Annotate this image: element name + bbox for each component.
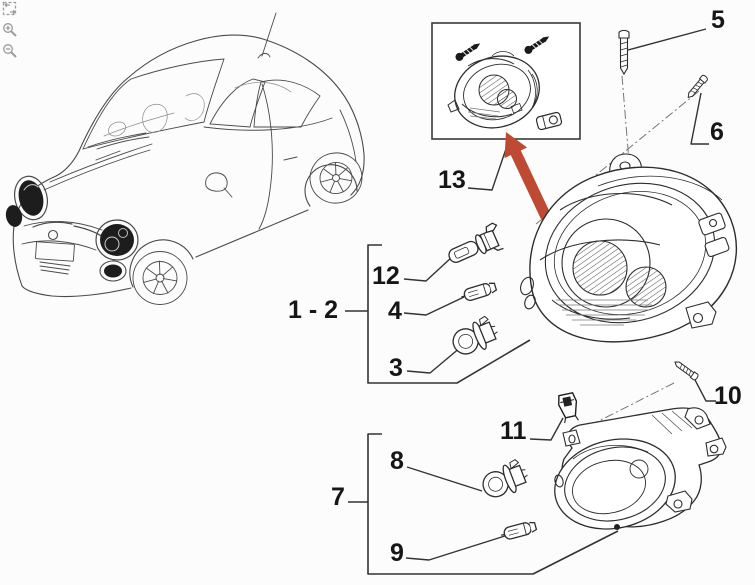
rear-wheel (309, 152, 363, 204)
inset-detail-box[interactable] (431, 22, 581, 140)
highlighted-headlamp-left[interactable] (10, 173, 52, 223)
zoom-in-icon (3, 23, 17, 37)
callout-13[interactable]: 13 (438, 166, 466, 194)
callout-leader-lines (345, 28, 716, 575)
front-wheel (132, 251, 188, 305)
bulb-9[interactable] (500, 520, 538, 541)
clip-11[interactable] (557, 391, 580, 424)
callout-9[interactable]: 9 (390, 539, 404, 567)
screw-10[interactable] (673, 359, 699, 381)
callout-12[interactable]: 12 (372, 262, 400, 290)
screw-6[interactable] (686, 74, 709, 99)
bulb-8[interactable] (478, 457, 531, 502)
zoom-in-button[interactable] (2, 22, 18, 38)
foglamp-assembly-drawing[interactable] (546, 407, 727, 541)
callout-1-2[interactable]: 1 - 2 (288, 296, 339, 324)
fit-view-icon (2, 1, 17, 16)
screw-5[interactable] (618, 29, 630, 76)
vehicle-locator-drawing (4, 12, 365, 305)
zoom-out-button[interactable] (2, 43, 18, 59)
headlamp-assembly-drawing[interactable] (518, 153, 738, 343)
fit-view-button[interactable] (2, 1, 18, 17)
inset-screw-right (524, 36, 550, 54)
zoom-out-icon (3, 44, 17, 58)
callout-3[interactable]: 3 (389, 354, 403, 382)
red-pointer-arrow (504, 132, 552, 222)
bulb-4[interactable] (460, 281, 498, 303)
callout-7[interactable]: 7 (331, 483, 345, 511)
callout-10[interactable]: 10 (714, 382, 742, 410)
highlighted-foglamp-left[interactable] (4, 204, 24, 229)
callout-5[interactable]: 5 (711, 6, 725, 34)
callout-11[interactable]: 11 (500, 417, 527, 445)
viewer-toolbar (2, 1, 18, 59)
bulb-3[interactable] (448, 314, 502, 359)
highlighted-headlamp-right[interactable] (95, 219, 139, 261)
highlighted-foglamp-right[interactable] (99, 260, 127, 282)
callout-4[interactable]: 4 (388, 297, 402, 325)
callout-6[interactable]: 6 (710, 118, 724, 146)
callout-8[interactable]: 8 (390, 447, 404, 475)
inset-screw-left (455, 43, 481, 61)
inset-bracket (535, 111, 563, 131)
bulb-12[interactable] (444, 222, 506, 270)
